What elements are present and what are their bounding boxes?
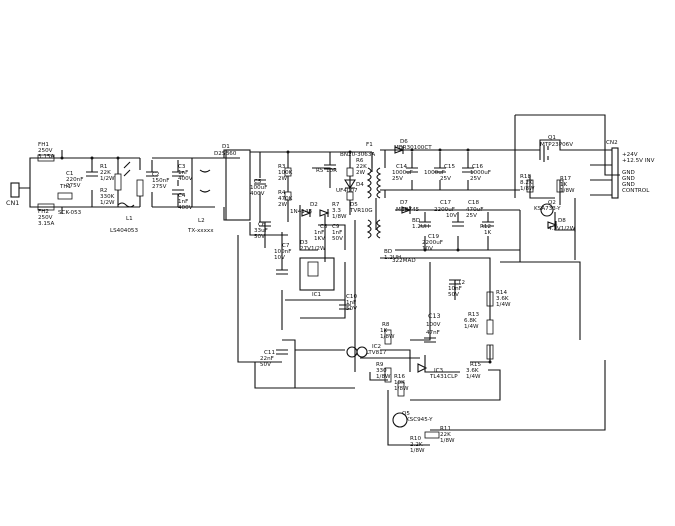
label-cn1: CN1: [6, 199, 19, 207]
label-322mad: 322MAD: [392, 258, 416, 264]
transformer-t1: [366, 152, 382, 239]
label-cn2: CN2: [606, 140, 618, 146]
secondary-wiring: [360, 149, 606, 446]
input-wiring: [10, 149, 251, 221]
component-symbols: [37, 145, 564, 439]
output-wiring: [514, 114, 620, 262]
primary-wiring: [237, 151, 373, 389]
label-ic1: IC1: [312, 292, 322, 298]
label-cn2-pins: +24V +12.5V INV GND GND GND CONTROL: [622, 152, 656, 194]
